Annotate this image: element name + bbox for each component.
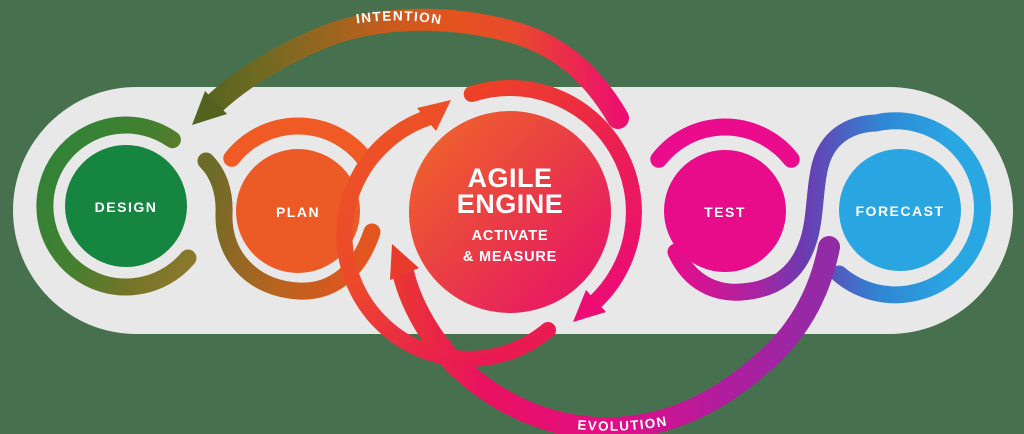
test-circle xyxy=(664,150,786,272)
test-forecast-connector-ring xyxy=(667,112,991,304)
intention-arrowhead-icon xyxy=(192,91,227,125)
design-ring xyxy=(36,116,197,296)
test-top-arc xyxy=(650,118,800,168)
forecast-label: FORECAST xyxy=(856,203,945,219)
plan-circle xyxy=(236,149,360,273)
intention-arc xyxy=(201,8,629,129)
node-design: DESIGN xyxy=(36,116,197,296)
engine-ring-right-arc xyxy=(463,79,642,312)
engine-title-line1: AGILE xyxy=(467,163,552,193)
engine-subtitle-line1: ACTIVATE xyxy=(472,228,549,244)
engine-circle xyxy=(409,111,611,313)
engine-ring-left-arc xyxy=(336,109,556,367)
node-plan: PLAN xyxy=(223,117,373,273)
test-label: TEST xyxy=(704,204,746,220)
intention-flow-arrow xyxy=(192,8,629,129)
design-label: DESIGN xyxy=(95,199,158,215)
node-forecast: FORECAST xyxy=(839,149,961,271)
engine-subtitle-line2: & MEASURE xyxy=(463,249,557,265)
plan-top-arc xyxy=(223,117,373,167)
intention-flow-label: INTENTION xyxy=(355,8,444,27)
engine-ring-arrowhead-top-icon xyxy=(417,100,451,131)
engine-ring-arrowhead-bottom-icon xyxy=(573,290,606,322)
plan-label: PLAN xyxy=(276,204,320,220)
evolution-arrowhead-icon xyxy=(390,244,419,280)
engine-title-line2: ENGINE xyxy=(457,189,564,219)
design-circle xyxy=(65,145,187,267)
forecast-circle xyxy=(839,149,961,271)
node-test: TEST xyxy=(650,118,800,272)
node-agile-engine: AGILE ENGINE ACTIVATE & MEASURE xyxy=(336,79,642,367)
